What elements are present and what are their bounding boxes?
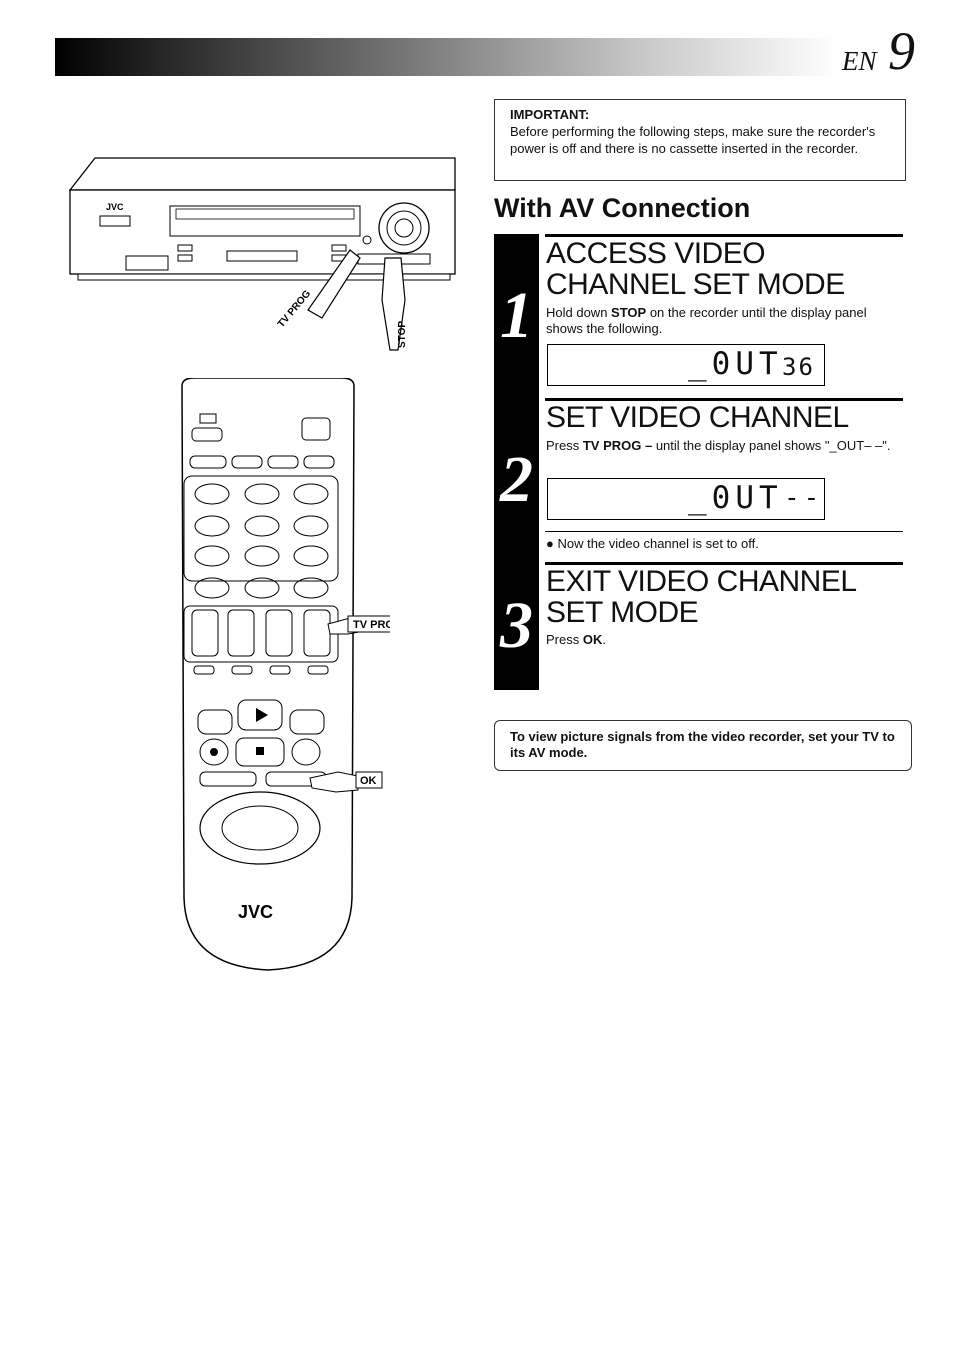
tv-prog-callout-remote: TV PROG	[353, 619, 390, 631]
step-2-bullet: ● Now the video channel is set to off.	[546, 536, 759, 551]
step-1-display: _0UT 36	[547, 344, 825, 386]
step-2-display-main: _0UT	[688, 480, 783, 516]
step-2-heading: SET VIDEO CHANNEL	[546, 401, 849, 434]
step-1-number: 1	[494, 234, 539, 398]
step-2-bullet-rule	[545, 531, 903, 532]
step-1-rule	[545, 234, 903, 237]
important-title: IMPORTANT:	[510, 107, 590, 122]
remote-illustration: JVC TV PROG OK	[181, 378, 390, 971]
step-3-number: 3	[494, 562, 539, 690]
step-2-display-channel: --	[784, 483, 824, 513]
step-3-rule	[545, 562, 903, 565]
step-1-display-main: _0UT	[688, 346, 783, 382]
step-2-rule	[545, 398, 903, 401]
header-gradient-bar	[55, 38, 837, 76]
ok-callout: OK	[360, 775, 377, 787]
step-3-heading: EXIT VIDEO CHANNEL SET MODE	[546, 565, 856, 629]
remote-brand-logo: JVC	[238, 902, 273, 922]
step-2-number: 2	[494, 398, 539, 562]
av-mode-note: To view picture signals from the video r…	[494, 720, 912, 771]
page-number: 9	[888, 21, 915, 81]
vcr-illustration: JVC TV PROG STOP	[68, 157, 456, 351]
step-3-text: Press OK.	[546, 632, 606, 647]
tv-prog-callout-vcr: TV PROG	[276, 288, 313, 330]
step-1-display-channel: 36	[782, 353, 815, 381]
stop-callout: STOP	[397, 321, 408, 348]
vcr-brand-logo: JVC	[106, 202, 124, 212]
section-title: With AV Connection	[494, 193, 751, 223]
step-1-heading: ACCESS VIDEO CHANNEL SET MODE	[546, 237, 845, 301]
step-2-display: _0UT --	[547, 478, 825, 520]
step-2-text: Press TV PROG – until the display panel …	[546, 438, 891, 453]
step-1-text: Hold down STOP on the recorder until the…	[546, 305, 867, 336]
important-text: Before performing the following steps, m…	[510, 124, 876, 156]
language-label: EN	[842, 46, 877, 76]
important-notice: IMPORTANT: Before performing the followi…	[494, 99, 906, 181]
